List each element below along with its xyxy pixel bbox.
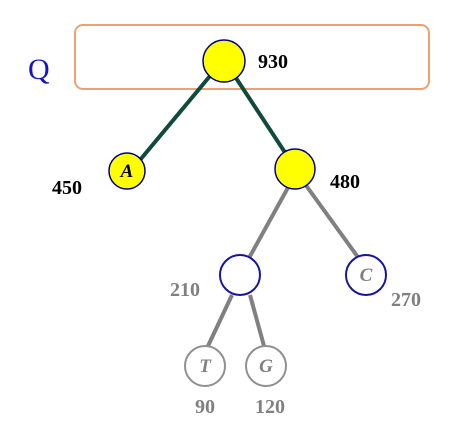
node-t [184, 345, 226, 387]
edge-root-480 [234, 76, 288, 156]
node-210 [219, 254, 261, 296]
edge-210-t [206, 294, 234, 347]
node-g-value: 120 [255, 396, 285, 418]
edge-root-a [138, 74, 212, 162]
node-root [202, 39, 246, 83]
queue-box [74, 24, 430, 90]
node-t-value: 90 [195, 396, 215, 418]
edge-210-g [248, 294, 266, 347]
node-210-value: 210 [170, 279, 200, 301]
node-g-label: G [259, 356, 273, 377]
node-a-value: 450 [52, 177, 82, 199]
node-c-label: C [360, 265, 373, 286]
node-c-value: 270 [391, 289, 421, 311]
node-c [345, 254, 387, 296]
edge-480-210 [247, 183, 292, 259]
node-root-value: 930 [258, 51, 288, 73]
node-a-label: A [120, 161, 134, 182]
node-a [108, 152, 146, 190]
node-480-value: 480 [330, 171, 360, 193]
node-g [245, 345, 287, 387]
queue-label: Q [28, 53, 50, 86]
node-t-label: T [199, 356, 212, 377]
edge-480-c [303, 182, 362, 262]
node-480 [274, 148, 316, 190]
